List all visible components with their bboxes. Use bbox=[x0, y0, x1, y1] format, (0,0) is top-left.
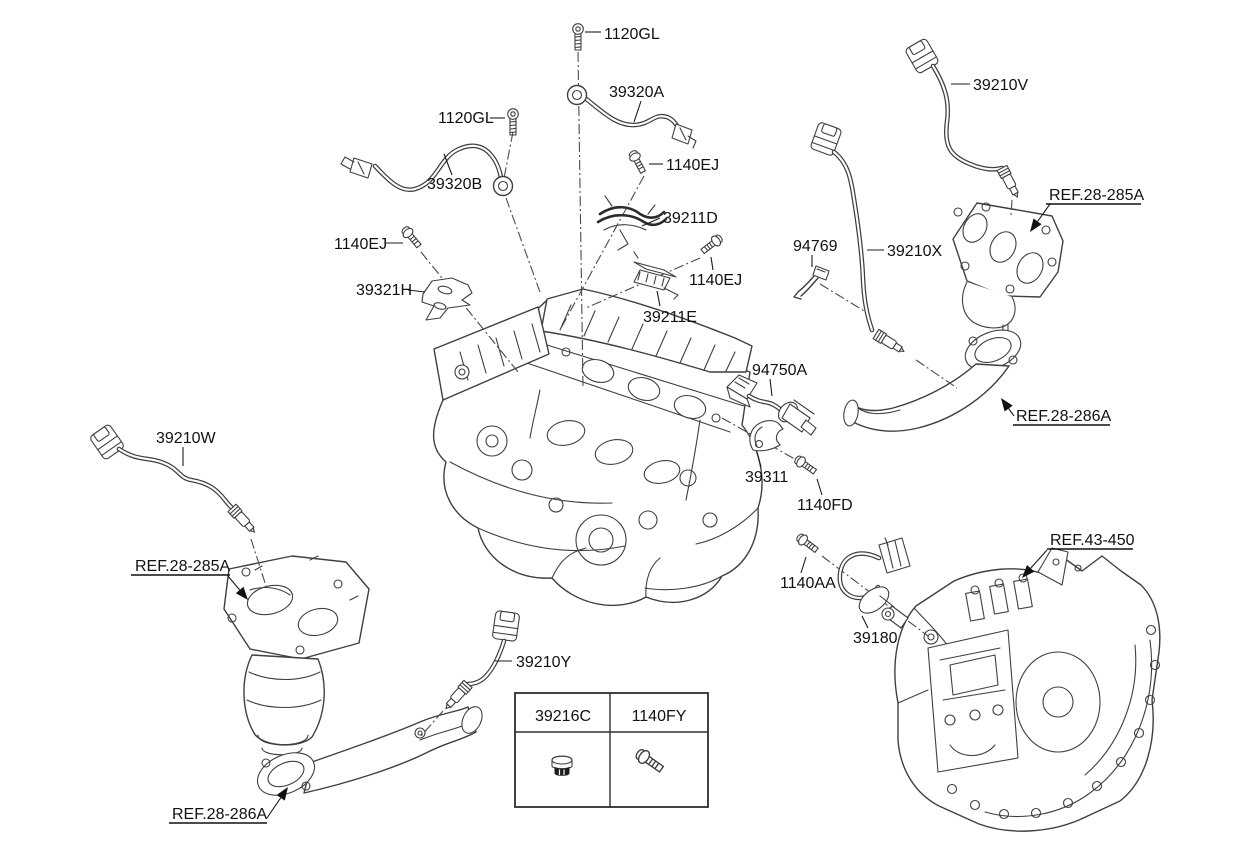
clip-94769 bbox=[793, 265, 830, 300]
label-39320b[interactable]: 39320B bbox=[427, 176, 482, 193]
bolt-1140ej-left bbox=[399, 224, 424, 251]
knock-sensor-39320a bbox=[566, 84, 697, 149]
label-39311[interactable]: 39311 bbox=[745, 469, 788, 486]
bolt-1140ej-upper bbox=[626, 148, 649, 176]
label-39210v[interactable]: 39210V bbox=[973, 77, 1028, 94]
legend-part-39216c[interactable]: 39216C bbox=[535, 708, 591, 725]
bracket-39211e bbox=[633, 251, 679, 300]
front-pipe-right-illustration bbox=[843, 329, 1022, 432]
label-39210w[interactable]: 39210W bbox=[156, 430, 216, 447]
oxygen-sensor-39210x bbox=[809, 121, 908, 357]
engine-illustration bbox=[432, 288, 763, 607]
exhaust-manifold-right-illustration bbox=[952, 202, 1064, 337]
label-1120gl-left[interactable]: 1120GL bbox=[438, 110, 494, 127]
label-39320a[interactable]: 39320A bbox=[609, 84, 664, 101]
label-1140ej-left[interactable]: 1140EJ bbox=[334, 236, 387, 253]
exhaust-manifold-left-illustration bbox=[223, 555, 370, 769]
knock-sensor-39320b bbox=[340, 143, 514, 197]
bolt-1140aa bbox=[794, 531, 821, 556]
ref-link-front-pipe-right[interactable]: REF.28-286A bbox=[1016, 408, 1111, 425]
ref-link-manifold-right[interactable]: REF.28-285A bbox=[1049, 187, 1144, 204]
label-1140aa[interactable]: 1140AA bbox=[780, 575, 836, 592]
ref-arrows bbox=[227, 203, 1051, 819]
bolt-1120gl-left bbox=[507, 108, 519, 136]
bracket-39311 bbox=[749, 420, 784, 452]
front-pipe-left-illustration bbox=[256, 706, 483, 796]
transaxle-illustration bbox=[894, 547, 1161, 832]
oil-pressure-switch-94750a bbox=[726, 374, 817, 436]
label-1120gl-top[interactable]: 1120GL bbox=[604, 26, 660, 43]
bolt-1120gl-top bbox=[572, 23, 584, 51]
oxygen-sensor-39210y bbox=[441, 609, 521, 713]
label-1140ej-mid[interactable]: 1140EJ bbox=[689, 272, 742, 289]
legend-table: 39216C 1140FY bbox=[514, 692, 709, 808]
leader-lines bbox=[182, 31, 970, 662]
ref-link-transaxle[interactable]: REF.43-450 bbox=[1050, 532, 1135, 549]
ref-link-manifold-left[interactable]: REF.28-285A bbox=[135, 558, 230, 575]
oxygen-sensor-39210v bbox=[904, 37, 1023, 201]
label-39321h[interactable]: 39321H bbox=[356, 282, 412, 299]
part-labels: 1120GL 39320A 1120GL 39320B 1140EJ 39211… bbox=[156, 26, 1028, 671]
heat-protector-39211d bbox=[596, 195, 668, 251]
label-1140ej-upper[interactable]: 1140EJ bbox=[666, 157, 719, 174]
label-94750a[interactable]: 94750A bbox=[752, 362, 807, 379]
bolt-1140fd bbox=[792, 453, 819, 477]
ref-labels: REF.28-285A REF.28-286A REF.28-285A REF.… bbox=[131, 187, 1144, 824]
ref-link-front-pipe-left[interactable]: REF.28-286A bbox=[172, 806, 267, 823]
label-39210x[interactable]: 39210X bbox=[887, 243, 942, 260]
oxygen-sensor-39210w bbox=[88, 423, 260, 537]
label-39210y[interactable]: 39210Y bbox=[516, 654, 571, 671]
label-94769[interactable]: 94769 bbox=[793, 238, 838, 255]
bolt-1140ej-mid bbox=[698, 232, 725, 257]
label-1140fd[interactable]: 1140FD bbox=[797, 497, 853, 514]
label-39180[interactable]: 39180 bbox=[853, 630, 898, 647]
bracket-39321h bbox=[421, 277, 473, 321]
crankshaft-sensor-39180 bbox=[837, 537, 911, 629]
label-39211d[interactable]: 39211D bbox=[663, 210, 718, 227]
legend-part-1140fy[interactable]: 1140FY bbox=[632, 708, 687, 725]
cap-plug-icon bbox=[551, 755, 573, 776]
label-39211e[interactable]: 39211E bbox=[643, 309, 697, 326]
